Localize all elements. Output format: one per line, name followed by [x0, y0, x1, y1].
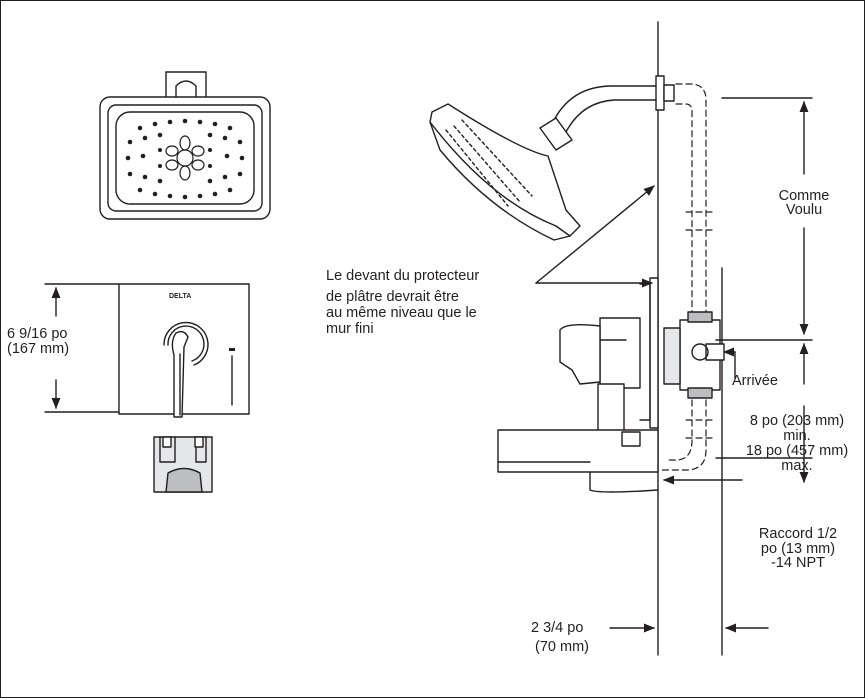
trim-height-dimension	[44, 283, 120, 413]
inlet-leader	[722, 347, 736, 379]
valve-height-label-line1: 8 po (203 mm)	[749, 413, 845, 429]
offset-label-line1: 2 3/4 po	[531, 620, 584, 636]
tub-spout-side-view	[497, 429, 659, 493]
showerhead-side-view	[429, 103, 581, 241]
trim-height-label-line1: 6 9/16 po	[7, 326, 68, 342]
plaster-guard-leader	[535, 185, 655, 288]
plaster-guard-note-line4: mur fini	[326, 321, 374, 337]
brand-mark: DELTA	[169, 293, 192, 300]
connection-label-line1: Raccord 1/2	[758, 526, 838, 542]
inlet-label: Arrivée	[732, 373, 778, 389]
valve-trim-front-view	[118, 283, 250, 418]
connection-label-line3: -14 NPT	[771, 555, 825, 571]
offset-label-line2: (70 mm)	[535, 639, 589, 655]
valve-height-label-line3: 18 po (457 mm)	[745, 443, 849, 459]
as-desired-label-line2: Voulu	[785, 202, 823, 218]
supply-pipes-dashed	[661, 83, 713, 471]
showerhead-top-view	[99, 71, 271, 220]
plaster-guard-note-line1: Le devant du protecteur	[326, 268, 480, 284]
plaster-guard-note-line2: de plâtre devrait être	[326, 289, 459, 305]
valve-height-label-line4: max.	[781, 458, 813, 474]
valve-body	[663, 311, 725, 399]
valve-handle-side-view	[559, 277, 659, 433]
as-desired-label-line1: Comme	[778, 188, 830, 204]
shower-arm	[539, 75, 675, 151]
trim-height-label-line2: (167 mm)	[7, 341, 70, 357]
tub-spout-front-view	[153, 436, 213, 493]
connection-label-line2: po (13 mm)	[760, 541, 836, 557]
dimension-valve-to-spout	[715, 339, 813, 484]
valve-height-label-line2: min.	[783, 428, 811, 444]
dimension-as-desired	[721, 97, 813, 336]
plaster-guard-note-line3: au même niveau que le	[326, 305, 477, 321]
